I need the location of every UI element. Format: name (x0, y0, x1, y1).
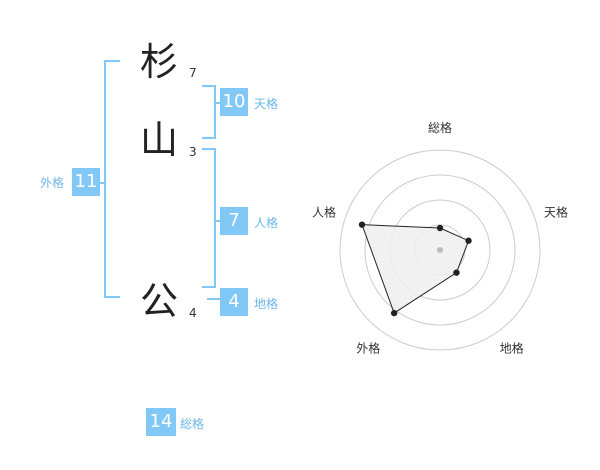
gaikaku-label: 外格 (40, 176, 65, 190)
radar-point-1 (436, 224, 444, 232)
radar-axis-label-4: 外格 (356, 341, 380, 356)
tenkaku-connector (215, 102, 221, 104)
radar-axis-label-1: 総格 (428, 120, 452, 135)
radar-polygon (361, 224, 470, 314)
chikaku-badge: 4 (220, 288, 248, 316)
tenkaku-badge: 10 (220, 88, 248, 116)
radar-point-4 (390, 309, 398, 317)
radar-axis-label-2: 天格 (544, 204, 568, 219)
jinkaku-badge: 7 (220, 207, 248, 235)
gaikaku-connector (98, 182, 105, 184)
stroke-count-1: 7 (189, 66, 197, 80)
soukaku-badge: 14 (146, 408, 176, 436)
soukaku-label: 総格 (180, 417, 205, 431)
radar-point-2 (465, 237, 472, 244)
radar-polygon-layer (358, 221, 472, 317)
radar-ring-4 (339, 149, 541, 351)
jinkaku-label: 人格 (254, 216, 279, 230)
tenkaku-label: 天格 (254, 97, 279, 111)
name-char-3: 公 (140, 279, 179, 323)
stroke-count-3: 4 (189, 306, 197, 320)
radar-axis-label-3: 地格 (500, 341, 524, 356)
radar-axis-label-5: 人格 (312, 204, 336, 219)
radar-point-3 (453, 269, 460, 276)
radar-point-5 (358, 221, 366, 228)
jinkaku-connector (215, 220, 221, 222)
name-char-1: 杉 (140, 40, 179, 84)
stroke-count-2: 3 (189, 145, 197, 159)
name-char-2: 山 (140, 118, 179, 162)
chikaku-connector (207, 298, 221, 300)
jinkaku-bracket (202, 148, 216, 288)
radar-ring-3 (364, 174, 516, 326)
gaikaku-badge: 11 (72, 168, 100, 196)
tenkaku-bracket (202, 85, 216, 139)
chikaku-label: 地格 (254, 297, 279, 311)
gaikaku-bracket (104, 60, 120, 298)
radar-center-dot (437, 247, 443, 253)
